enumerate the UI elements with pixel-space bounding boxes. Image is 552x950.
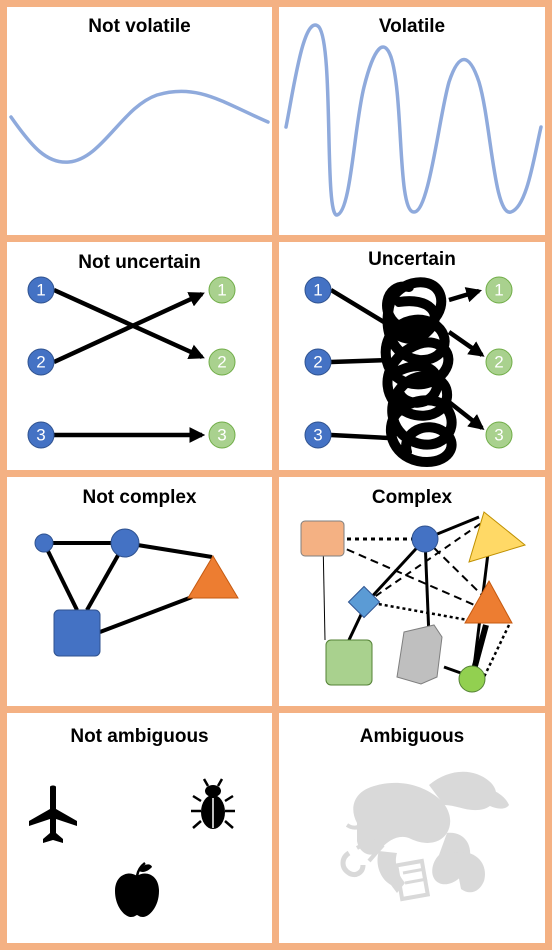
smooth-wave-line xyxy=(9,89,270,164)
gray-shape-node xyxy=(396,624,443,685)
airplane-icon xyxy=(29,785,77,843)
uncertain-mapping-diagram: 1 2 3 1 2 3 xyxy=(304,276,513,467)
arrow-out-2 xyxy=(447,330,485,357)
volatile-wave xyxy=(284,23,543,217)
panel-title: Volatile xyxy=(378,16,446,37)
panel-uncertain: Uncertain 1 2 3 1 2 3 xyxy=(279,242,545,470)
source-node-2 xyxy=(304,348,332,376)
target-node-3 xyxy=(485,421,513,449)
source-label-2: 2 xyxy=(36,353,45,372)
source-node-3 xyxy=(27,421,55,449)
circle-node xyxy=(411,525,439,553)
panel-title: Ambiguous xyxy=(359,726,465,747)
target-node-2 xyxy=(208,348,236,376)
beetle-icon xyxy=(191,778,235,829)
target-node-1 xyxy=(485,276,513,304)
edge-dotted xyxy=(366,600,480,624)
panel-not-uncertain: Not uncertain 1 2 3 1 2 3 xyxy=(7,242,272,470)
target-node-3 xyxy=(208,421,236,449)
arrow-2-to-1 xyxy=(53,291,205,365)
target-node-1 xyxy=(208,276,236,304)
source-label-3: 3 xyxy=(313,426,322,445)
edge-dotted xyxy=(482,624,511,678)
edge xyxy=(99,595,193,634)
clear-icons xyxy=(29,778,235,917)
target-label-2: 2 xyxy=(217,353,226,372)
target-label-1: 1 xyxy=(217,281,226,300)
yellow-triangle-node xyxy=(468,511,527,563)
arrow-stub-2 xyxy=(330,357,390,365)
edge-dashed xyxy=(424,538,490,603)
panel-title: Not volatile xyxy=(88,16,191,37)
panel-title: Not ambiguous xyxy=(70,726,209,747)
target-node-2 xyxy=(485,348,513,376)
source-label-1: 1 xyxy=(313,281,322,300)
tangled-scribble xyxy=(380,277,457,467)
clear-mapping-diagram: 1 2 3 1 2 3 xyxy=(27,276,236,449)
source-node-3 xyxy=(304,421,332,449)
edge-dashed xyxy=(322,538,480,608)
circle-node xyxy=(110,528,140,558)
target-label-1: 1 xyxy=(494,281,503,300)
panel-not-volatile: Not volatile xyxy=(7,7,272,235)
source-node-1 xyxy=(27,276,55,304)
edge xyxy=(365,537,427,604)
simple-network-diagram xyxy=(34,528,239,657)
source-node-1 xyxy=(304,276,332,304)
panel-title: Not uncertain xyxy=(78,252,201,273)
green-ball-node xyxy=(458,665,486,693)
calm-wave xyxy=(9,89,270,164)
target-label-3: 3 xyxy=(494,426,503,445)
arrow-stub-3 xyxy=(330,432,390,441)
source-label-2: 2 xyxy=(313,353,322,372)
edge xyxy=(124,541,213,559)
erratic-wave-line xyxy=(284,23,543,217)
salmon-box-node xyxy=(300,520,345,557)
panel-title: Complex xyxy=(371,487,453,508)
arrow-out-1 xyxy=(448,287,483,303)
arrow-out-3 xyxy=(447,400,485,430)
edge xyxy=(423,538,431,638)
ambiguous-figure-icon xyxy=(340,771,509,902)
green-box-node xyxy=(325,639,373,686)
panel-not-complex: Not complex xyxy=(7,477,272,706)
edge-dashed xyxy=(366,516,491,603)
apple-icon xyxy=(115,862,159,917)
diamond-node xyxy=(347,585,381,619)
source-label-1: 1 xyxy=(36,281,45,300)
arrow-1-to-2 xyxy=(53,287,205,360)
source-node-2 xyxy=(27,348,55,376)
small-circle-node xyxy=(34,533,54,553)
panel-ambiguous: Ambiguous xyxy=(279,713,545,943)
target-label-3: 3 xyxy=(217,426,226,445)
complex-network-diagram xyxy=(300,511,527,693)
triangle-node xyxy=(187,555,239,599)
square-node xyxy=(53,609,101,657)
panel-title: Uncertain xyxy=(368,249,456,270)
target-label-2: 2 xyxy=(494,353,503,372)
panel-volatile: Volatile xyxy=(279,7,545,235)
source-label-3: 3 xyxy=(36,426,45,445)
edge xyxy=(42,542,79,611)
panel-title: Not complex xyxy=(82,487,197,508)
panel-complex: Complex xyxy=(279,477,545,706)
panel-not-ambiguous: Not ambiguous xyxy=(7,713,272,943)
orange-triangle-node xyxy=(464,579,513,624)
ambiguous-figure xyxy=(340,771,509,902)
